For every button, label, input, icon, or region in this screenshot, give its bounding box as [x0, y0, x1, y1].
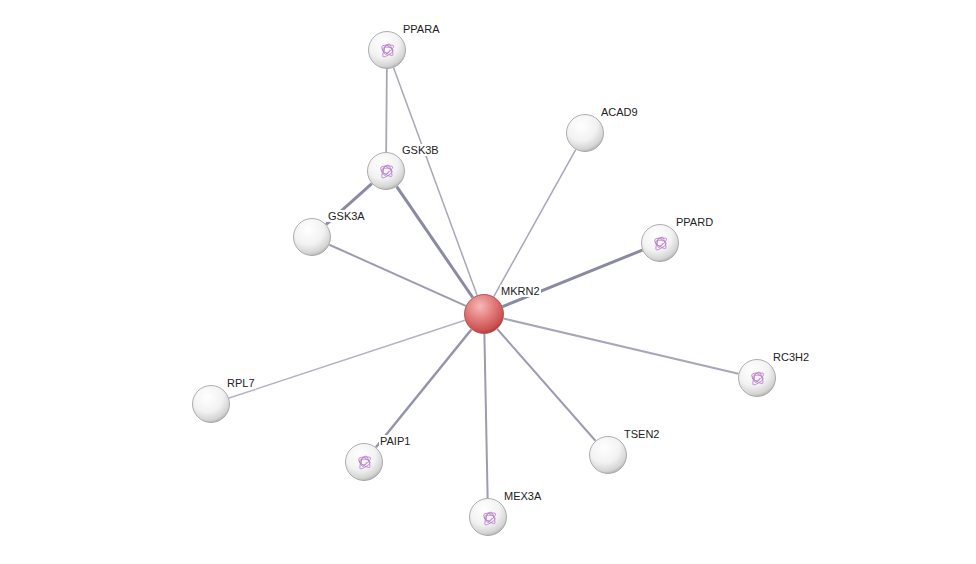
node-ball — [346, 444, 383, 481]
interaction-edge — [484, 334, 487, 498]
protein-label: PAIP1 — [379, 435, 411, 447]
interaction-edge — [503, 319, 738, 374]
interaction-edge — [376, 330, 471, 448]
node-circle — [738, 359, 776, 397]
node-circle — [293, 218, 331, 256]
node-ball — [368, 153, 405, 190]
protein-label: MEX3A — [503, 490, 542, 502]
interaction-edge — [497, 329, 595, 441]
node-ball — [294, 219, 331, 256]
protein-node: PAIP1 — [345, 443, 383, 481]
protein-node: PPARD — [641, 224, 679, 262]
protein-label: PPARD — [675, 216, 714, 228]
node-circle — [464, 294, 504, 334]
protein-node: GSK3A — [293, 218, 331, 256]
protein-node: MKRN2 — [464, 294, 504, 334]
structure-icon — [359, 456, 371, 469]
protein-node: MEX3A — [469, 498, 507, 536]
protein-node: RPL7 — [192, 385, 230, 423]
node-ball — [567, 115, 604, 152]
interaction-edge — [229, 320, 465, 398]
node-ball — [193, 386, 230, 423]
protein-label: MKRN2 — [500, 285, 541, 297]
node-circle — [641, 224, 679, 262]
interaction-edge — [326, 184, 372, 225]
node-ball — [369, 32, 406, 69]
structure-icon — [752, 372, 764, 385]
protein-node: PPARA — [368, 31, 406, 69]
interaction-edge — [394, 68, 478, 295]
protein-node: GSK3B — [367, 152, 405, 190]
node-ball — [465, 295, 504, 334]
protein-label: RC3H2 — [772, 351, 810, 363]
structure-icon — [655, 237, 667, 250]
protein-label: GSK3B — [401, 144, 440, 156]
protein-label: TSEN2 — [623, 428, 660, 440]
protein-node: TSEN2 — [589, 436, 627, 474]
node-ball — [470, 499, 507, 536]
structure-icon — [382, 44, 394, 57]
node-circle — [345, 443, 383, 481]
interaction-edge — [494, 150, 576, 297]
interaction-edge — [329, 245, 465, 306]
node-ball — [590, 437, 627, 474]
node-circle — [192, 385, 230, 423]
protein-label: PPARA — [402, 23, 440, 35]
node-ball — [642, 225, 679, 262]
protein-label: GSK3A — [327, 210, 366, 222]
interaction-edge — [503, 250, 643, 306]
structure-icon — [484, 512, 496, 525]
node-circle — [367, 152, 405, 190]
protein-node: ACAD9 — [566, 114, 604, 152]
protein-label: ACAD9 — [600, 106, 639, 118]
protein-label: RPL7 — [226, 377, 256, 389]
interaction-edge — [385, 69, 387, 152]
node-circle — [566, 114, 604, 152]
node-circle — [368, 31, 406, 69]
node-circle — [469, 498, 507, 536]
structure-icon — [381, 165, 393, 178]
node-circle — [589, 436, 627, 474]
protein-node: RC3H2 — [738, 359, 776, 397]
node-ball — [739, 360, 776, 397]
